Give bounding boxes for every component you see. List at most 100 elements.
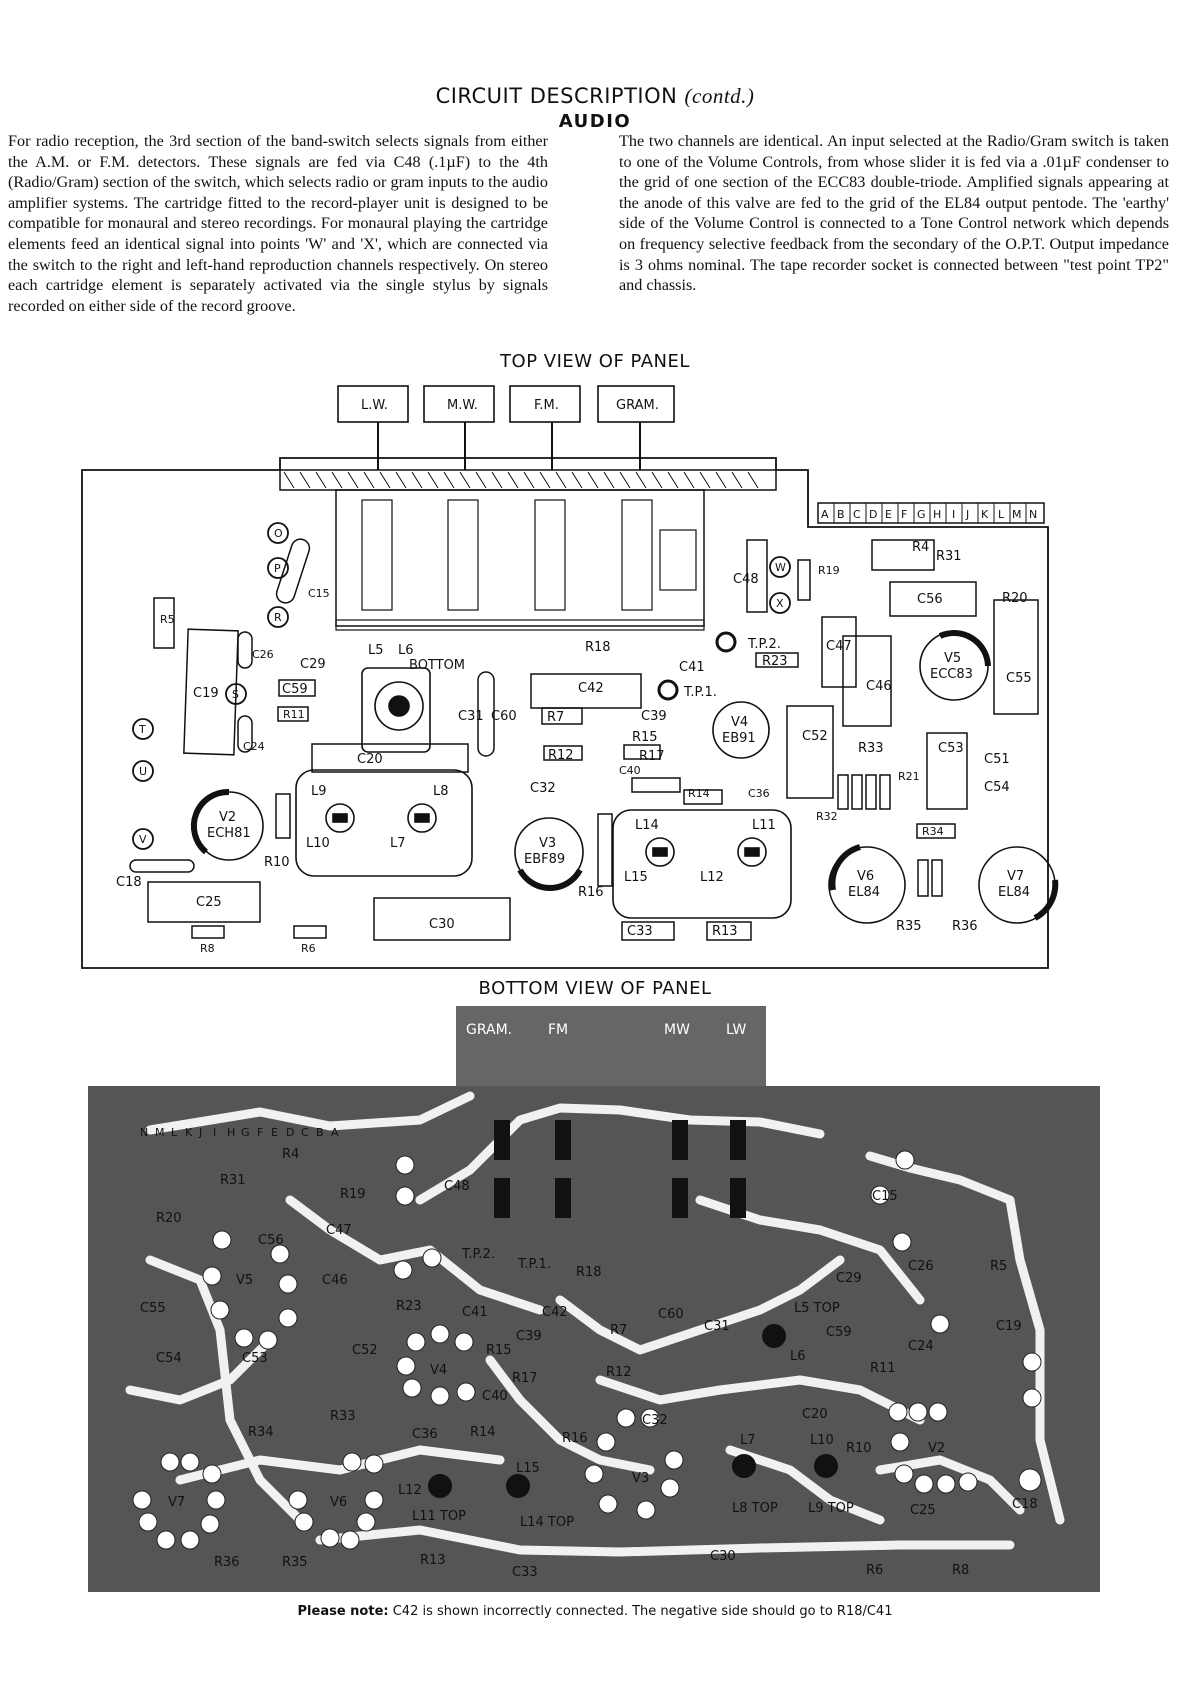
component-label: L12 (700, 870, 724, 885)
component-label: C31 (458, 709, 484, 724)
bottom-label: R14 (470, 1425, 496, 1440)
bottom-label: C60 (658, 1307, 684, 1322)
terminal-label: V (139, 833, 147, 846)
bottom-label: R36 (214, 1555, 240, 1570)
edge-connector-label: K (981, 508, 989, 521)
edge-connector-label: E (885, 508, 892, 521)
note-text: C42 is shown incorrectly connected. The … (392, 1604, 893, 1619)
bottom-switch-tab (456, 1006, 766, 1090)
bottom-label: C54 (156, 1351, 182, 1366)
bottom-label: R16 (562, 1431, 588, 1446)
edge-connector-label: C (301, 1126, 309, 1139)
edge-connector-label: F (257, 1126, 263, 1139)
edge-connector-label: L (171, 1126, 178, 1139)
component-bodies (129, 538, 1039, 941)
switch-label: F.M. (534, 398, 559, 413)
bottom-label: L5 TOP (794, 1301, 840, 1316)
component-label: C42 (578, 681, 604, 696)
switch-button-lw (337, 385, 409, 423)
bottom-labels: R4 R31 R19 C48 R20 C56 C47 T.P.2. T.P.1.… (140, 1147, 1038, 1580)
bottom-label: C15 (872, 1189, 898, 1204)
bottom-label: R11 (870, 1361, 896, 1376)
bottom-label: L7 (740, 1433, 756, 1448)
bottom-label: V5 (236, 1273, 253, 1288)
valve-ref: V5 (944, 651, 961, 666)
top-board-outline (81, 457, 1049, 969)
footnote: Please note: C42 is shown incorrectly co… (0, 1604, 1190, 1619)
test-point-label: T.P.2. (747, 637, 781, 652)
component-label: L14 (635, 818, 659, 833)
component-label: C25 (196, 895, 222, 910)
component-label: R10 (264, 855, 290, 870)
bottom-label: C30 (710, 1549, 736, 1564)
bottom-label: C52 (352, 1343, 378, 1358)
edge-connector-label: M (155, 1126, 165, 1139)
title-text: CIRCUIT DESCRIPTION (435, 84, 678, 108)
valve-pins (132, 1150, 1042, 1550)
bottom-label: L10 (810, 1433, 834, 1448)
bottom-label: C42 (542, 1305, 568, 1320)
bottom-label: C24 (908, 1339, 934, 1354)
right-paragraph: The two channels are identical. An input… (619, 132, 1169, 295)
bottom-label: C53 (242, 1351, 268, 1366)
bottom-label: R23 (396, 1299, 422, 1314)
component-label: R20 (1002, 591, 1028, 606)
edge-connector-label: N (140, 1126, 148, 1139)
terminals (132, 522, 791, 850)
component-label: C20 (357, 752, 383, 767)
valve-ref: V3 (539, 836, 556, 851)
component-label: R12 (548, 748, 574, 763)
edge-connector-label: L (998, 508, 1005, 521)
component-label: C24 (243, 740, 265, 753)
bottom-label: R19 (340, 1187, 366, 1202)
bottom-label: R33 (330, 1409, 356, 1424)
valve-type: EL84 (848, 885, 880, 900)
bottom-label: R34 (248, 1425, 274, 1440)
bottom-label: C40 (482, 1389, 508, 1404)
bottom-label: C47 (326, 1223, 352, 1238)
bottom-label: L12 (398, 1483, 422, 1498)
bottom-label: C46 (322, 1273, 348, 1288)
component-label: C53 (938, 741, 964, 756)
bottom-label: C56 (258, 1233, 284, 1248)
top-view-diagram: L.W. M.W. F.M. GRAM. A B C D E F G H I (81, 385, 1059, 969)
component-label: C51 (984, 752, 1010, 767)
component-label: R36 (952, 919, 978, 934)
bottom-label: V4 (430, 1363, 447, 1378)
component-label: R33 (858, 741, 884, 756)
coil-slugs (428, 1324, 838, 1498)
terminal-label: W (775, 561, 786, 574)
terminal-label: U (139, 765, 147, 778)
component-label: R6 (301, 942, 316, 955)
bottom-label: C36 (412, 1427, 438, 1442)
component-label: L6 (398, 643, 414, 658)
note-label: Please note: (297, 1604, 389, 1619)
bottom-view-title: BOTTOM VIEW OF PANEL (478, 978, 712, 999)
bottom-label: C55 (140, 1301, 166, 1316)
valve-ref: V6 (857, 869, 874, 884)
bottom-label: C31 (704, 1319, 730, 1334)
component-label: C52 (802, 729, 828, 744)
edge-connector-label: D (286, 1126, 294, 1139)
terminal-label: X (776, 597, 784, 610)
bottom-label: C48 (444, 1179, 470, 1194)
copper-tracks (125, 1091, 1065, 1557)
component-label: R34 (922, 825, 944, 838)
component-label: C60 (491, 709, 517, 724)
bottom-label: V3 (632, 1471, 649, 1486)
component-label: L5 (368, 643, 384, 658)
switch-label: LW (726, 1022, 747, 1038)
test-point-label: T.P.1. (683, 685, 717, 700)
bottom-label: T.P.2. (461, 1247, 495, 1262)
valve-type: EBF89 (524, 852, 565, 867)
component-label: R14 (688, 787, 710, 800)
component-label: C36 (748, 787, 770, 800)
component-label: R13 (712, 924, 738, 939)
component-label: L9 (311, 784, 327, 799)
component-label: C40 (619, 764, 641, 777)
component-label: C54 (984, 780, 1010, 795)
switch-button-mw (423, 385, 495, 423)
edge-connector-label: J (965, 508, 969, 521)
component-label: C19 (193, 686, 219, 701)
page-title: CIRCUIT DESCRIPTION (contd.) (0, 84, 1190, 109)
